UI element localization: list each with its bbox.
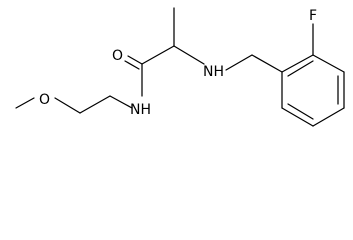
bond-alpha-carbonyl [141,45,175,65]
ring-inner-bond-3 [287,103,314,120]
bond-alpha-amine [173,45,205,65]
structure-canvas: F O NH NH O [15,7,345,127]
atom-amine-nh: NH [203,64,224,80]
bond-amine-benzyl [225,54,253,71]
bond-ch2-ether [54,97,81,114]
atom-oxygen-ether: O [39,92,50,108]
ring-bond-1 [281,54,314,73]
bond-carbonyl-double-b [124,60,140,70]
ring-bond-2 [312,54,345,73]
bond-benzyl-ring [251,54,283,73]
bond-ether-methyl [15,97,35,109]
atom-oxygen-carbonyl: O [112,48,123,64]
ring-inner-bond-1 [287,60,314,77]
atom-fluorine: F [309,8,317,24]
ring-bond-4 [312,107,345,127]
bond-ethyl-chain [79,95,111,114]
ring-bond-5 [281,107,314,127]
atom-amide-nh: NH [130,102,151,118]
bond-carbonyl-double-a [127,55,143,65]
bond-amide-ch2 [109,95,133,109]
